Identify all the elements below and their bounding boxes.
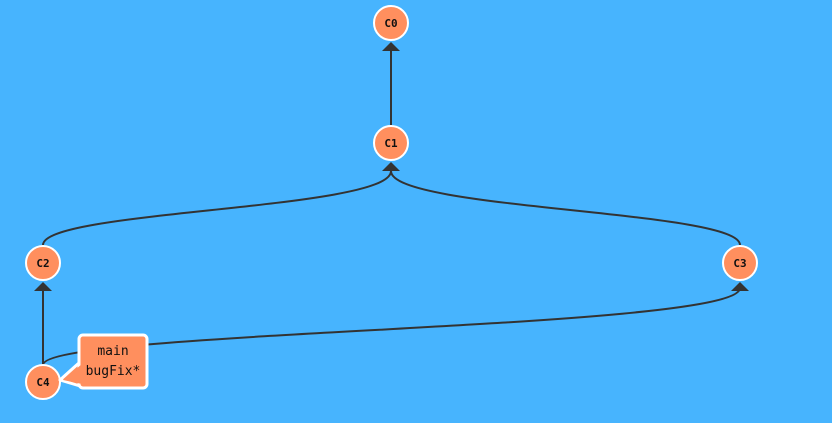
edge-c2-c1 — [42, 170, 392, 246]
commit-label: C2 — [36, 257, 49, 270]
commit-c4[interactable]: C4 — [25, 364, 61, 400]
branch-label-main: main — [97, 344, 128, 359]
commit-label: C3 — [733, 257, 746, 270]
arrowhead-c1 — [382, 162, 400, 171]
branch-tag[interactable]: main bugFix* — [58, 333, 149, 390]
arrowhead-c3 — [731, 282, 749, 291]
branch-label-bugfix: bugFix* — [86, 364, 141, 379]
commit-c2[interactable]: C2 — [25, 245, 61, 281]
commit-c1[interactable]: C1 — [373, 125, 409, 161]
nodes: C0 C1 C2 C3 C4 — [25, 5, 758, 400]
branch-tag-pointer-fill — [63, 364, 82, 384]
edge-c3-c1 — [390, 170, 741, 246]
arrowhead-c0 — [382, 42, 400, 51]
commit-label: C0 — [384, 17, 397, 30]
commit-label: C4 — [36, 376, 50, 389]
branch-tag-box — [77, 333, 149, 390]
arrowhead-c2 — [34, 282, 52, 291]
commit-c3[interactable]: C3 — [722, 245, 758, 281]
commit-c0[interactable]: C0 — [373, 5, 409, 41]
edges — [34, 42, 749, 366]
commit-label: C1 — [384, 137, 398, 150]
